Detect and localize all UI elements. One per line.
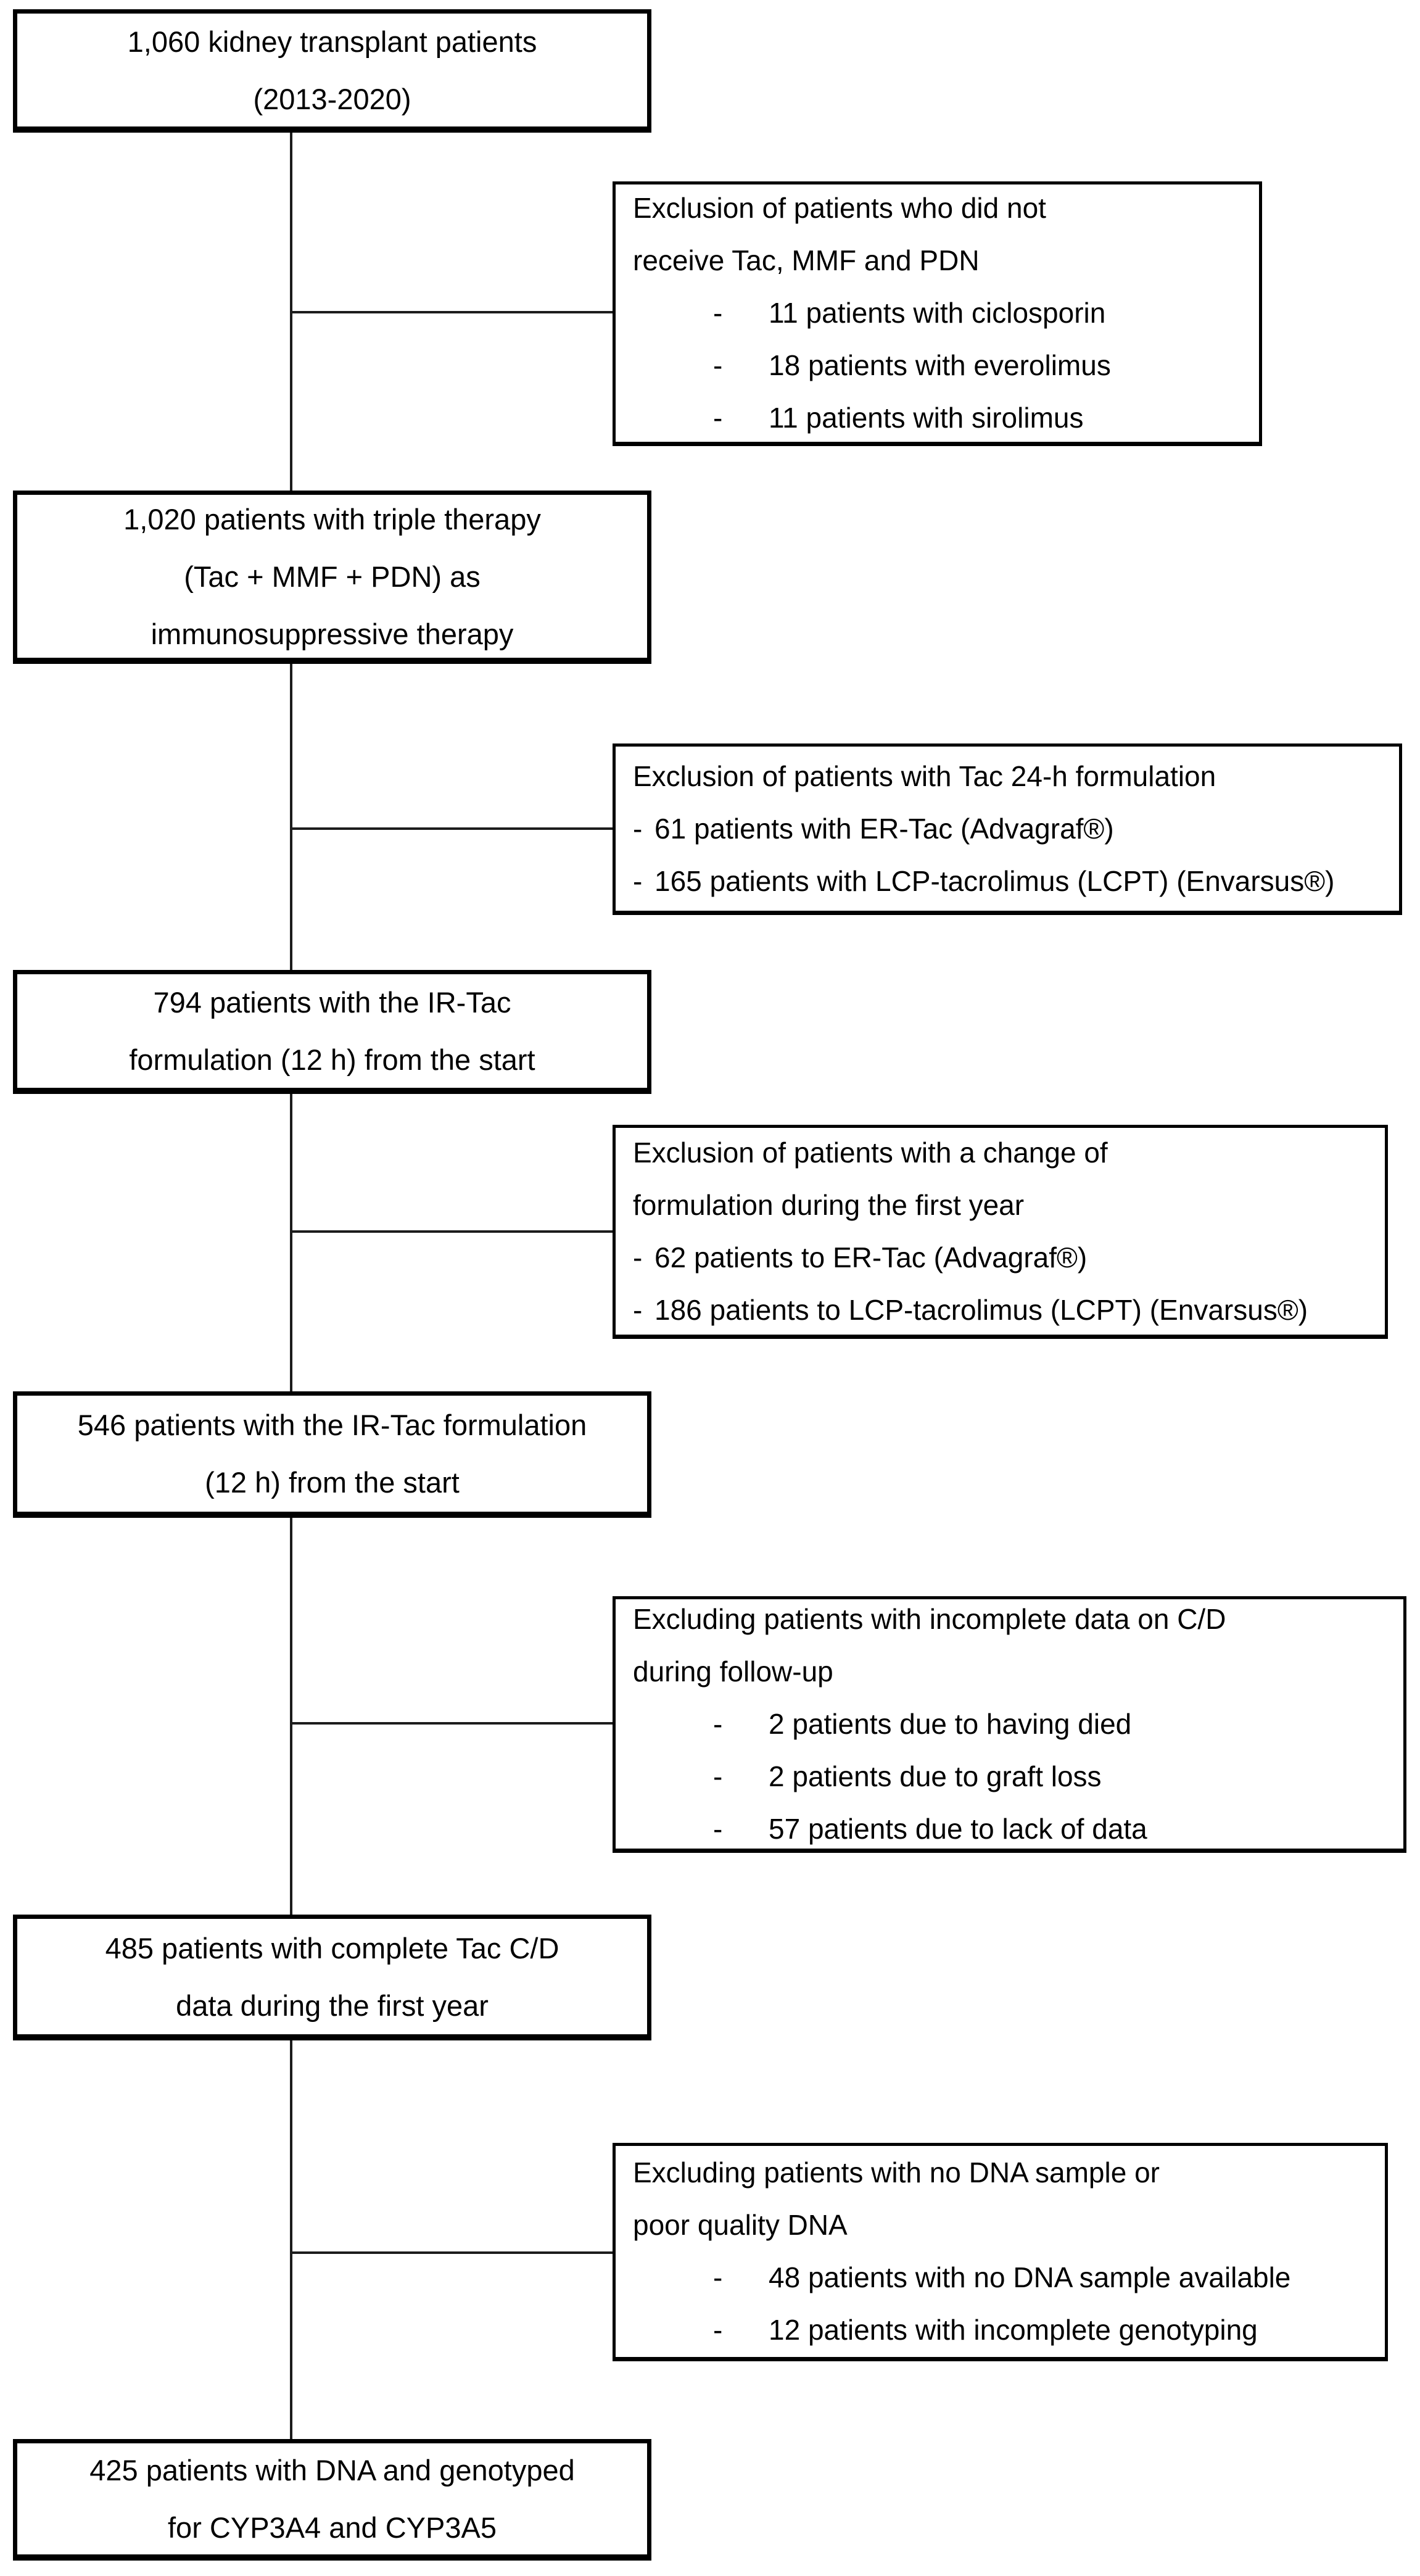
main-box-enrolled: 1,060 kidney transplant patients (2013-2… — [13, 9, 651, 133]
exclusion-box-no-triple-therapy: Exclusion of patients who did not receiv… — [613, 181, 1262, 446]
main-box-line: 425 patients with DNA and genotyped — [89, 2454, 575, 2487]
main-box-line: for CYP3A4 and CYP3A5 — [168, 2511, 497, 2544]
bullet-text: 57 patients due to lack of data — [769, 1812, 1147, 1845]
bullet-text: 165 patients with LCP-tacrolimus (LCPT) … — [654, 864, 1335, 897]
bullet-text: 11 patients with sirolimus — [769, 402, 1084, 434]
bullet-dash: - — [713, 1707, 723, 1740]
main-box-line: 794 patients with the IR-Tac — [153, 986, 511, 1019]
exclusion-header-line: Excluding patients with no DNA sample or — [633, 2156, 1160, 2189]
exclusion-header-line: Excluding patients with incomplete data … — [633, 1602, 1226, 1635]
connector-branch-line-1 — [290, 311, 614, 313]
exclusion-bullet: - 57 patients due to lack of data — [633, 1803, 1392, 1855]
exclusion-header-line: Exclusion of patients with a change of — [633, 1136, 1108, 1169]
bullet-text: 61 patients with ER-Tac (Advagraf®) — [654, 812, 1114, 845]
exclusion-box-incomplete-cd-data: Excluding patients with incomplete data … — [613, 1596, 1406, 1853]
bullet-dash: - — [713, 297, 723, 329]
exclusion-bullet: - 186 patients to LCP-tacrolimus (LCPT) … — [633, 1284, 1374, 1336]
exclusion-bullet: - 48 patients with no DNA sample availab… — [633, 2251, 1374, 2304]
bullet-text: 2 patients due to having died — [769, 1707, 1132, 1740]
bullet-dash: - — [713, 1760, 723, 1792]
exclusion-bullet: - 11 patients with sirolimus — [633, 392, 1248, 444]
exclusion-header-line: during follow-up — [633, 1655, 833, 1688]
main-box-line: (12 h) from the start — [205, 1466, 460, 1499]
main-box-line: (2013-2020) — [253, 82, 411, 115]
exclusion-header-line: receive Tac, MMF and PDN — [633, 244, 980, 276]
bullet-text: 62 patients to ER-Tac (Advagraf®) — [654, 1241, 1088, 1274]
main-box-line: 1,020 patients with triple therapy — [123, 502, 541, 536]
exclusion-bullet: - 12 patients with incomplete genotyping — [633, 2304, 1374, 2356]
bullet-text: 12 patients with incomplete genotyping — [769, 2314, 1258, 2346]
connector-branch-line-2 — [290, 827, 614, 830]
bullet-dash: - — [713, 402, 723, 434]
exclusion-header-line: Exclusion of patients who did not — [633, 192, 1046, 224]
bullet-text: 11 patients with ciclosporin — [769, 297, 1106, 329]
bullet-dash: - — [633, 864, 643, 897]
exclusion-header-line: Exclusion of patients with Tac 24-h form… — [633, 760, 1216, 792]
bullet-dash: - — [713, 2314, 723, 2346]
exclusion-bullet: - 62 patients to ER-Tac (Advagraf®) — [633, 1232, 1374, 1284]
connector-branch-line-5 — [290, 2251, 614, 2254]
bullet-dash: - — [713, 349, 723, 381]
main-box-ir-tac-794: 794 patients with the IR-Tac formulation… — [13, 970, 651, 1094]
exclusion-bullet: - 18 patients with everolimus — [633, 339, 1248, 392]
bullet-dash: - — [713, 2261, 723, 2293]
connector-vertical-line — [290, 133, 292, 2439]
exclusion-bullet: - 2 patients due to graft loss — [633, 1750, 1392, 1803]
bullet-dash: - — [633, 1293, 643, 1326]
main-box-line: 546 patients with the IR-Tac formulation — [77, 1409, 587, 1441]
main-box-ir-tac-546: 546 patients with the IR-Tac formulation… — [13, 1391, 651, 1518]
exclusion-header-line: formulation during the first year — [633, 1188, 1025, 1221]
exclusion-box-no-dna: Excluding patients with no DNA sample or… — [613, 2143, 1388, 2361]
bullet-text: 18 patients with everolimus — [769, 349, 1111, 381]
connector-branch-line-4 — [290, 1722, 614, 1725]
bullet-dash: - — [633, 812, 643, 845]
exclusion-header-line: poor quality DNA — [633, 2209, 848, 2241]
exclusion-box-formulation-change: Exclusion of patients with a change of f… — [613, 1125, 1388, 1339]
exclusion-bullet: - 61 patients with ER-Tac (Advagraf®) — [633, 803, 1388, 855]
bullet-text: 2 patients due to graft loss — [769, 1760, 1102, 1792]
exclusion-bullet: - 2 patients due to having died — [633, 1698, 1392, 1750]
main-box-triple-therapy: 1,020 patients with triple therapy (Tac … — [13, 491, 651, 664]
bullet-dash: - — [633, 1241, 643, 1274]
connector-branch-line-3 — [290, 1230, 614, 1233]
main-box-line: (Tac + MMF + PDN) as — [184, 560, 481, 593]
main-box-line: formulation (12 h) from the start — [129, 1043, 535, 1076]
main-box-line: immunosuppressive therapy — [151, 617, 514, 650]
bullet-dash: - — [713, 1812, 723, 1845]
bullet-text: 48 patients with no DNA sample available — [769, 2261, 1291, 2293]
exclusion-bullet: - 11 patients with ciclosporin — [633, 287, 1248, 339]
bullet-text: 186 patients to LCP-tacrolimus (LCPT) (E… — [654, 1293, 1308, 1326]
main-box-line: 1,060 kidney transplant patients — [127, 25, 537, 58]
main-box-genotyped-425: 425 patients with DNA and genotyped for … — [13, 2439, 651, 2561]
exclusion-box-tac-24h: Exclusion of patients with Tac 24-h form… — [613, 743, 1402, 915]
exclusion-bullet: - 165 patients with LCP-tacrolimus (LCPT… — [633, 855, 1388, 908]
main-box-line: data during the first year — [176, 1989, 489, 2022]
main-box-line: 485 patients with complete Tac C/D — [105, 1931, 559, 1965]
main-box-complete-cd-485: 485 patients with complete Tac C/D data … — [13, 1915, 651, 2040]
